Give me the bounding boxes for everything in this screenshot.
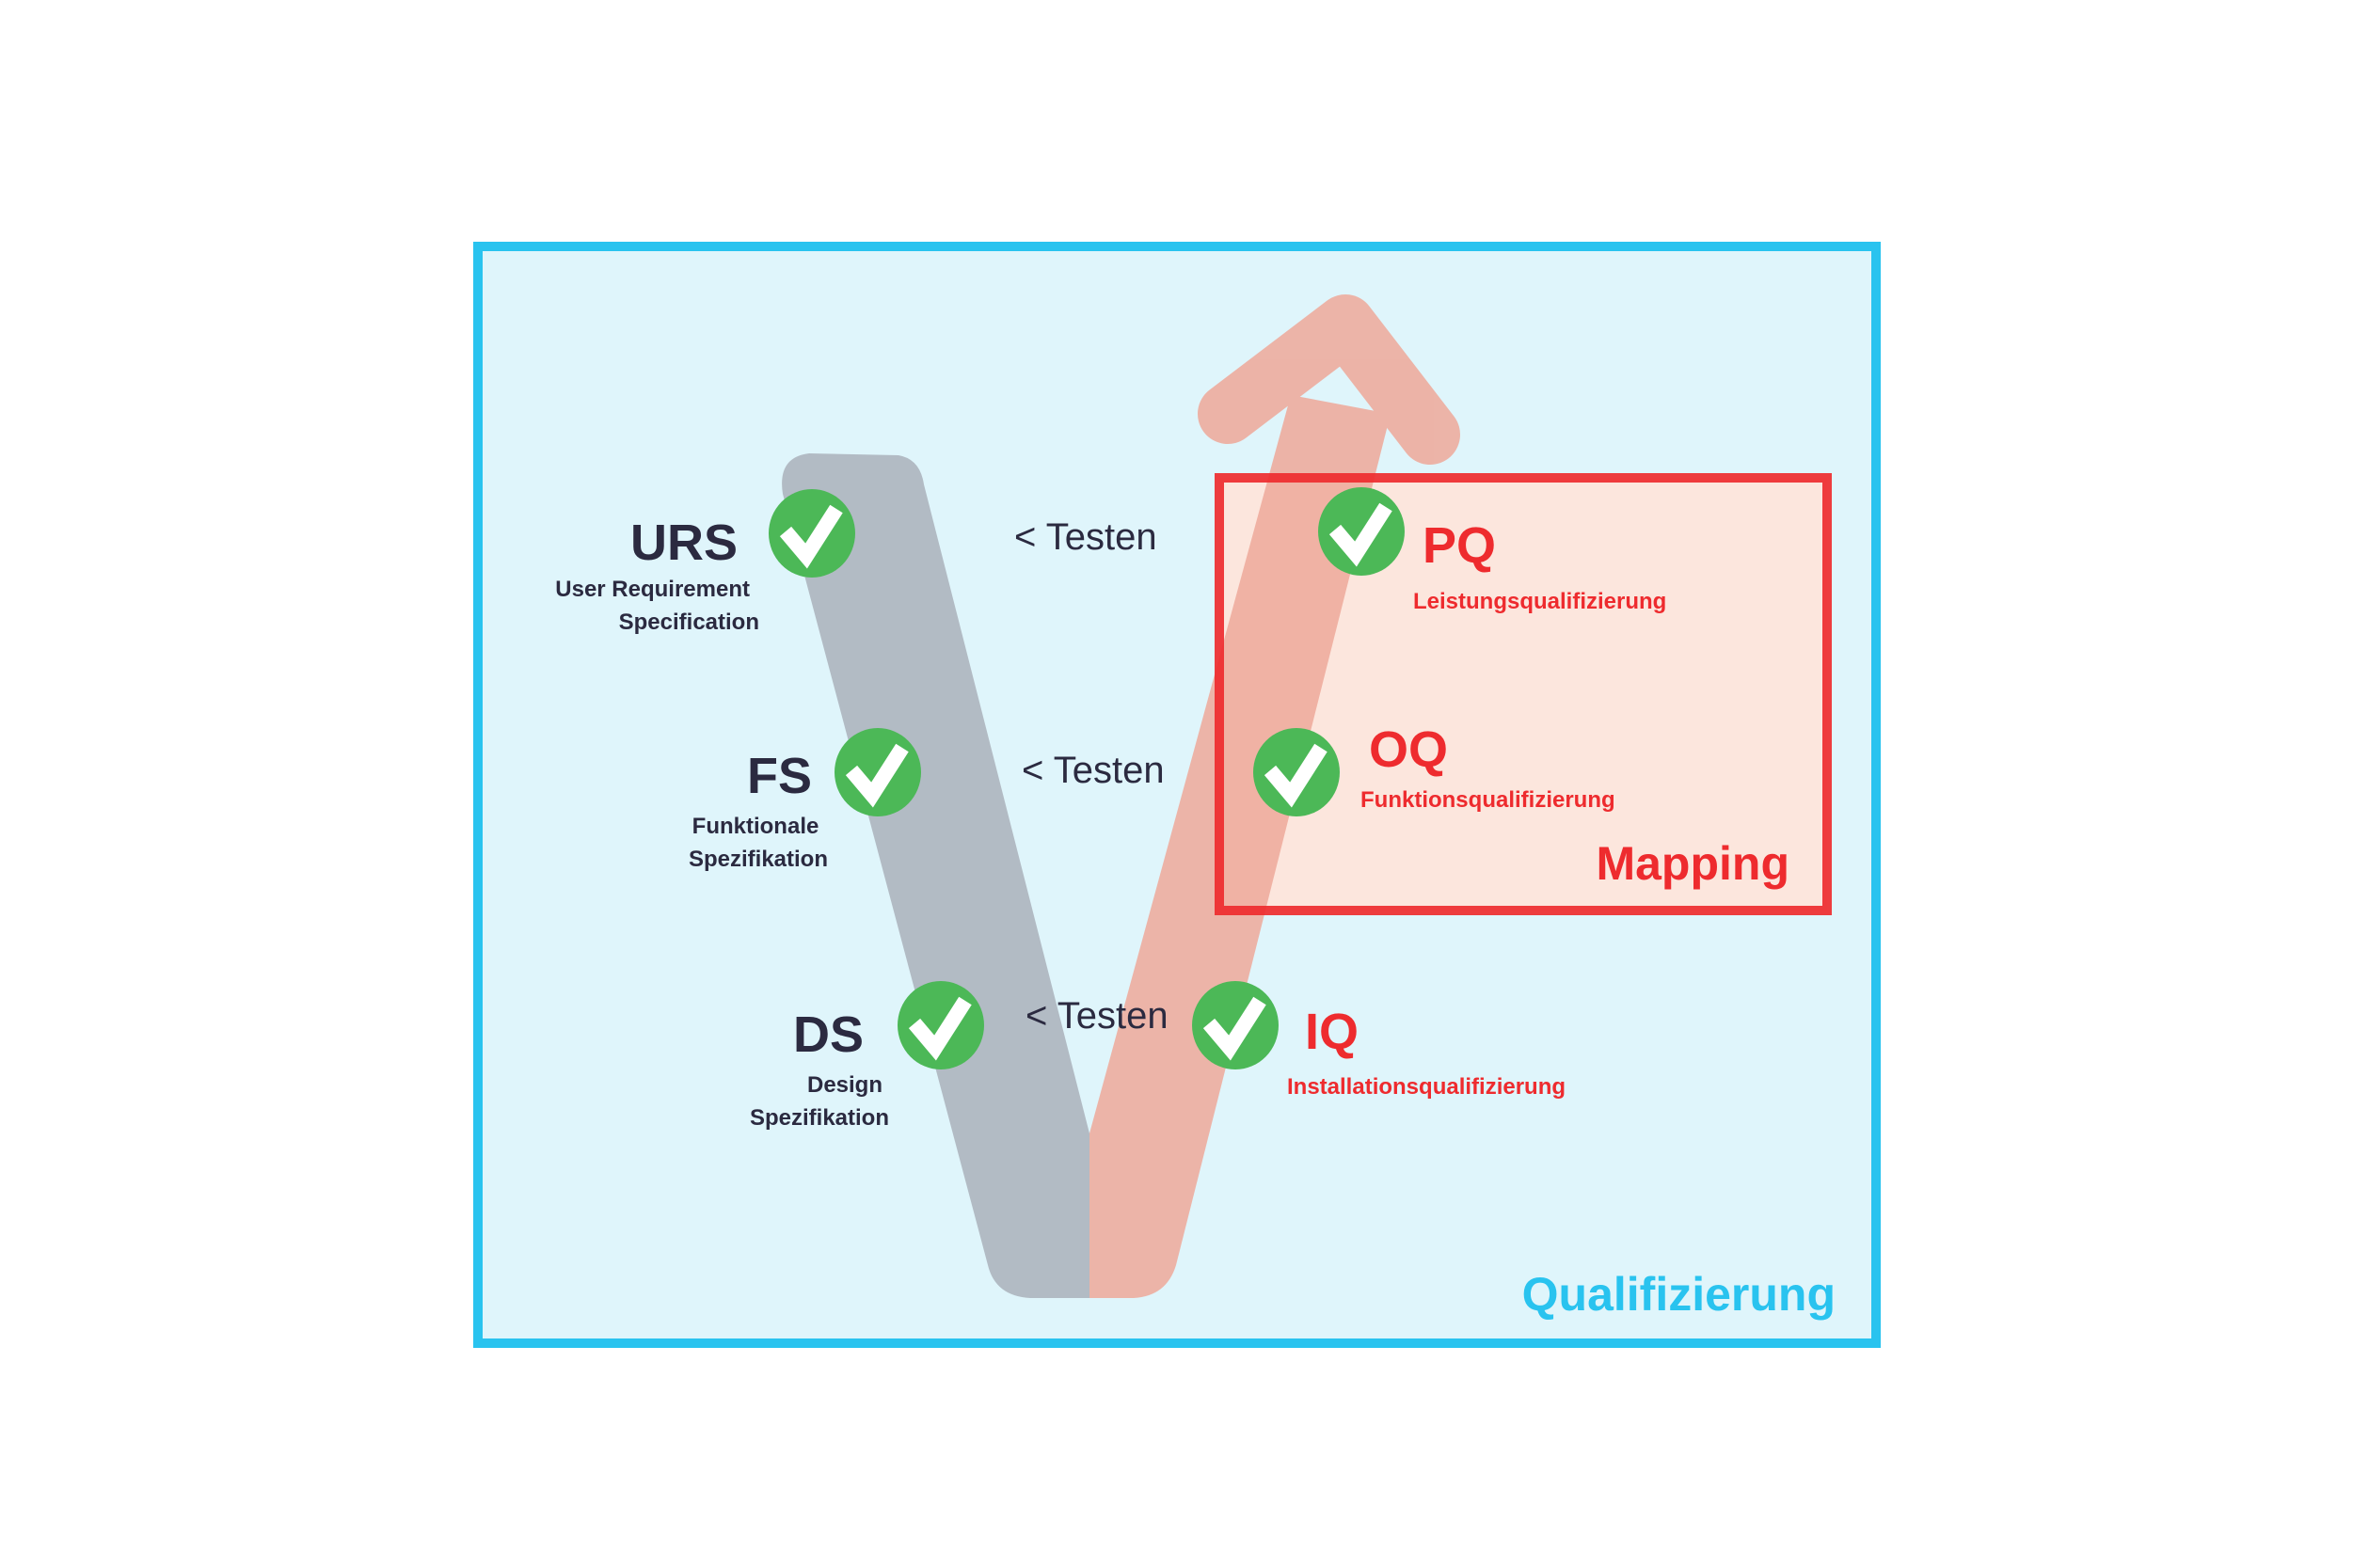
spec-desc-ds-1: Design (807, 1072, 882, 1098)
testen-label-2: < Testen (1022, 750, 1165, 791)
check-circle-icon (1318, 487, 1405, 576)
mapping-label: Mapping (1596, 837, 1789, 890)
qual-code-iq: IQ (1305, 1004, 1359, 1060)
check-circle-icon (1192, 981, 1279, 1069)
v-right-arrow (1089, 294, 1460, 1298)
check-circle-icon (1253, 728, 1340, 816)
spec-desc-fs-2: Spezifikation (689, 847, 828, 872)
v-left-leg (782, 453, 1089, 1298)
testen-label-1: < Testen (1014, 516, 1157, 558)
spec-code-ds: DS (793, 1006, 864, 1063)
check-circle-icon (769, 489, 855, 578)
qual-name-pq: Leistungsqualifizierung (1413, 589, 1666, 614)
mapping-box (1215, 473, 1832, 915)
spec-code-urs: URS (630, 515, 738, 571)
qual-code-pq: PQ (1423, 517, 1496, 574)
check-circle-icon (898, 981, 984, 1069)
spec-desc-fs-1: Funktionale (692, 814, 819, 839)
spec-desc-urs-1: User Requirement (555, 577, 750, 602)
spec-code-fs: FS (747, 748, 812, 804)
qual-code-oq: OQ (1369, 721, 1448, 778)
testen-label-3: < Testen (1025, 995, 1169, 1037)
spec-desc-ds-2: Spezifikation (750, 1105, 889, 1131)
qual-name-iq: Installationsqualifizierung (1287, 1074, 1566, 1100)
spec-desc-urs-2: Specification (619, 610, 759, 635)
frame-label: Qualifizierung (1522, 1268, 1836, 1321)
qual-name-oq: Funktionsqualifizierung (1360, 787, 1615, 813)
check-circle-icon (835, 728, 921, 816)
